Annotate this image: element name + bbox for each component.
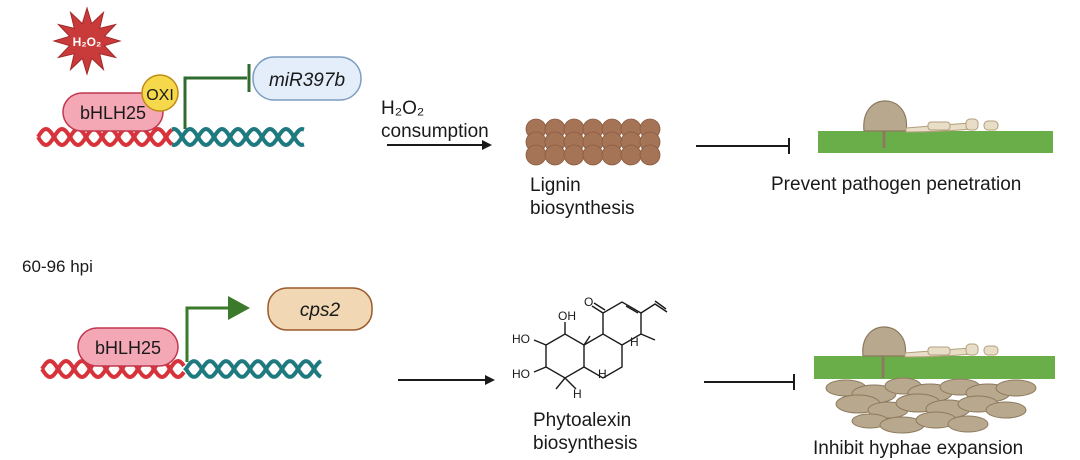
prevent-penetration-label: Prevent pathogen penetration <box>771 174 1022 195</box>
lignin-bead <box>620 144 642 166</box>
cps2-label: cps2 <box>300 300 341 321</box>
svg-text:OH: OH <box>558 309 576 323</box>
biosynthesis-label-bottom: biosynthesis <box>533 433 638 455</box>
mir397b-gene: miR397b <box>252 56 362 101</box>
lignin-bead <box>601 144 623 166</box>
mir397b-label: miR397b <box>269 70 345 91</box>
lignin-bead <box>525 144 547 166</box>
svg-text:HO: HO <box>512 367 530 381</box>
bhlh25-protein-bottom: bHLH25 <box>77 327 179 367</box>
fungus-penetration-icon <box>818 100 1053 153</box>
h2o2-consumption-label: H₂O₂ consumption <box>381 97 489 143</box>
diterpenoid-atom-labels: OH O HO HO H H H <box>512 295 639 401</box>
lignin-bead <box>563 144 585 166</box>
oxi-modification: OXI <box>141 74 179 112</box>
repression-arrow-top <box>183 64 251 129</box>
svg-text:HO: HO <box>512 332 530 346</box>
bhlh25-label-top: bHLH25 <box>80 103 146 123</box>
phytoalexin-label: Phytoalexin <box>533 410 632 431</box>
svg-text:H: H <box>630 335 639 349</box>
lignin-bead <box>582 144 604 166</box>
bhlh25-label-bottom: bHLH25 <box>95 338 161 358</box>
oxi-label: OXI <box>146 87 174 104</box>
cps2-gene: cps2 <box>267 287 373 331</box>
lignin-polymer-icon <box>525 118 661 166</box>
starburst-label: H₂O₂ <box>73 35 102 49</box>
inhibition-arrow-bottom <box>704 374 795 390</box>
dna-helix-top-icon <box>36 126 305 148</box>
inhibition-arrow-top <box>696 138 790 154</box>
lignin-label: Lignin <box>530 175 581 196</box>
hypha-segment <box>995 379 1037 397</box>
activation-arrow-bottom <box>185 296 250 362</box>
phytoalexin-biosynthesis-label: Phytoalexin biosynthesis <box>533 409 638 455</box>
consumption-label: consumption <box>381 121 489 143</box>
h2o2-starburst-icon: H₂O₂ <box>52 6 122 76</box>
svg-text:H: H <box>598 367 607 381</box>
lignin-biosynthesis-label: Lignin biosynthesis <box>530 174 635 220</box>
inhibit-hyphae-label: Inhibit hyphae expansion <box>813 438 1024 459</box>
hypha-segment <box>985 401 1027 419</box>
lignin-bead <box>639 144 661 166</box>
bhlh25-protein-top: bHLH25 <box>62 92 164 132</box>
biosynthesis-label-top: biosynthesis <box>530 198 635 220</box>
dna-helix-bottom-icon <box>40 358 322 380</box>
h2o2-label: H₂O₂ <box>381 98 425 119</box>
svg-text:O: O <box>584 295 593 309</box>
fungal-hyphae-icon <box>814 326 1055 434</box>
time-point-label: 60-96 hpi <box>22 257 93 276</box>
diterpenoid-structure-icon <box>533 300 668 390</box>
svg-text:H: H <box>573 387 582 401</box>
lignin-bead <box>544 144 566 166</box>
hypha-segment <box>947 415 989 433</box>
